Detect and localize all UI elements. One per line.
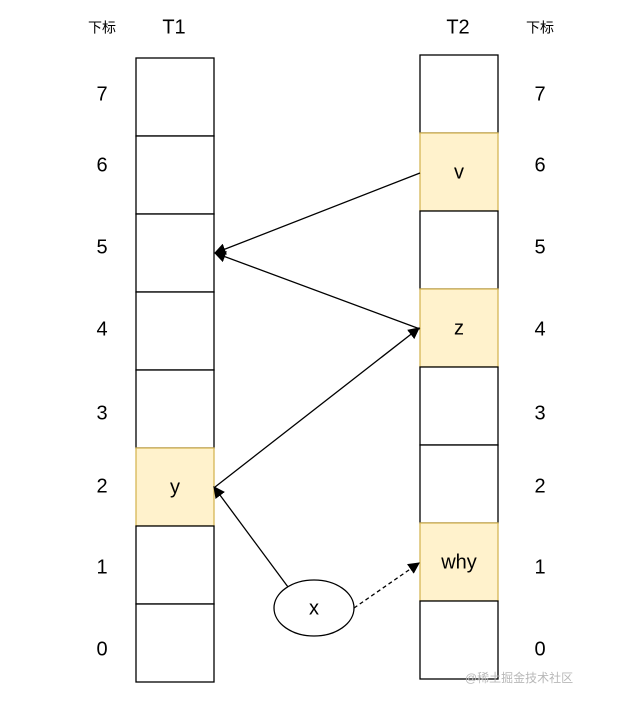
- t1-cell-4: [135, 291, 215, 371]
- right-index-6: 6: [534, 154, 545, 176]
- left-index-3: 3: [96, 402, 107, 424]
- t1-cell-3: [135, 369, 215, 449]
- right-index-3: 3: [534, 402, 545, 424]
- arrow-z-to-t1-5: [213, 251, 421, 330]
- t2-cell-0: [419, 600, 499, 680]
- t1-cell-2-label: y: [170, 476, 180, 498]
- left-index-6: 6: [96, 154, 107, 176]
- t2-cell-4-label: z: [454, 317, 464, 339]
- left-index-0: 0: [96, 638, 107, 660]
- t2-title: T2: [446, 16, 469, 38]
- t2-cell-2: [419, 444, 499, 524]
- watermark: @稀土掘金技术社区: [465, 670, 573, 685]
- arrow-x-to-why-dashed: [353, 562, 420, 609]
- left-index-7: 7: [96, 83, 107, 105]
- right-index-4: 4: [534, 318, 545, 340]
- t2-cell-1-label: why: [440, 551, 477, 573]
- left-index-2: 2: [96, 475, 107, 497]
- t2-cell-6: [419, 132, 499, 212]
- t1-cell-6: [135, 135, 215, 215]
- t2-cell-4: [419, 288, 499, 368]
- right-index-5: 5: [534, 236, 545, 258]
- t1-cell-1: [135, 525, 215, 605]
- t1-cell-7: [135, 57, 215, 137]
- t1-cell-5: [135, 213, 215, 293]
- t1-column: y: [135, 57, 215, 683]
- right-index-1: 1: [534, 556, 545, 578]
- right-index-column: 7 6 5 4 3 2 1 0: [534, 83, 545, 660]
- t2-cell-1: [419, 522, 499, 602]
- left-index-column: 7 6 5 4 3 2 1 0: [96, 83, 107, 660]
- right-index-0: 0: [534, 638, 545, 660]
- t1-cell-0: [135, 603, 215, 683]
- arrow-x-to-y: [213, 486, 289, 588]
- t2-cell-6-label: v: [454, 161, 464, 183]
- t2-cell-5: [419, 210, 499, 290]
- right-index-header: 下标: [526, 20, 554, 36]
- t2-cell-3: [419, 366, 499, 446]
- t2-cell-7: [419, 54, 499, 134]
- t1-cell-2: [135, 447, 215, 527]
- right-index-7: 7: [534, 83, 545, 105]
- arrow-v-to-t1-5: [213, 172, 421, 255]
- t1-title: T1: [162, 16, 185, 38]
- right-index-2: 2: [534, 475, 545, 497]
- t2-column: v z why: [419, 54, 499, 680]
- left-index-header: 下标: [88, 20, 116, 36]
- left-index-1: 1: [96, 556, 107, 578]
- arrow-y-to-z: [214, 327, 420, 488]
- left-index-4: 4: [96, 318, 107, 340]
- node-x-label: x: [309, 597, 319, 619]
- left-index-5: 5: [96, 236, 107, 258]
